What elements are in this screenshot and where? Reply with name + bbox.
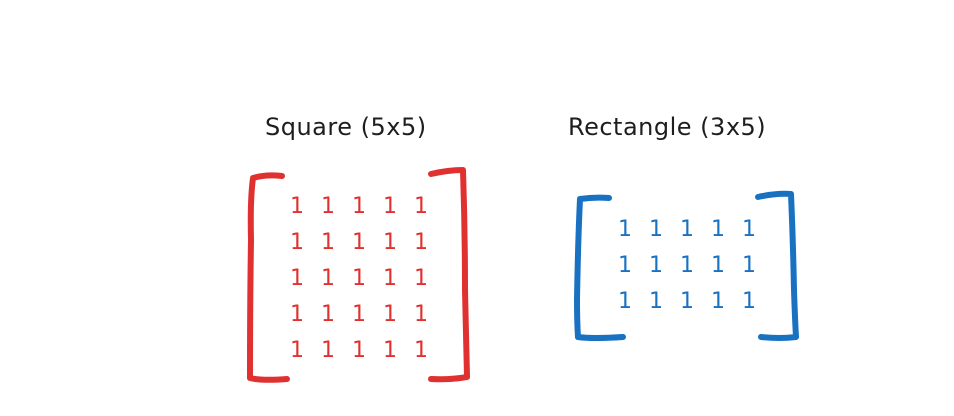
rectangle-cell-r1-c3: 1	[680, 217, 694, 242]
rectangle-cell-r1-c5: 1	[742, 217, 756, 242]
square-cell-r4-c4: 1	[383, 302, 397, 327]
rectangle-cell-r2-c5: 1	[742, 253, 756, 278]
rectangle-left-bracket	[574, 194, 626, 341]
rectangle-matrix-title: Rectangle (3x5)	[568, 113, 767, 141]
square-right-bracket	[428, 167, 470, 383]
square-cell-r5-c5: 1	[414, 338, 428, 363]
rectangle-cell-r1-c2: 1	[649, 217, 663, 242]
rectangle-cell-r3-c2: 1	[649, 289, 663, 314]
square-cell-r2-c4: 1	[383, 230, 397, 255]
square-matrix-title: Square (5x5)	[265, 113, 427, 141]
rectangle-cell-r3-c4: 1	[711, 289, 725, 314]
square-cell-r4-c3: 1	[352, 302, 366, 327]
rectangle-right-bracket	[755, 190, 799, 341]
square-cell-r3-c4: 1	[383, 266, 397, 291]
square-cell-r5-c1: 1	[290, 338, 304, 363]
square-cell-r1-c5: 1	[414, 194, 428, 219]
square-cell-r3-c3: 1	[352, 266, 366, 291]
square-cell-r4-c1: 1	[290, 302, 304, 327]
square-cell-r5-c2: 1	[321, 338, 335, 363]
rectangle-cell-r2-c1: 1	[618, 253, 632, 278]
square-cell-r4-c2: 1	[321, 302, 335, 327]
rectangle-cell-r2-c4: 1	[711, 253, 725, 278]
square-cell-r1-c4: 1	[383, 194, 397, 219]
square-cell-r3-c1: 1	[290, 266, 304, 291]
square-cell-r3-c5: 1	[414, 266, 428, 291]
rectangle-cell-r2-c2: 1	[649, 253, 663, 278]
square-cell-r2-c2: 1	[321, 230, 335, 255]
square-cell-r2-c1: 1	[290, 230, 304, 255]
rectangle-cell-r1-c1: 1	[618, 217, 632, 242]
square-cell-r2-c5: 1	[414, 230, 428, 255]
square-cell-r1-c3: 1	[352, 194, 366, 219]
square-cell-r1-c1: 1	[290, 194, 304, 219]
rectangle-cell-r2-c3: 1	[680, 253, 694, 278]
square-left-bracket	[247, 172, 290, 383]
rectangle-cell-r3-c1: 1	[618, 289, 632, 314]
square-cell-r1-c2: 1	[321, 194, 335, 219]
square-cell-r5-c4: 1	[383, 338, 397, 363]
square-cell-r4-c5: 1	[414, 302, 428, 327]
rectangle-cell-r3-c3: 1	[680, 289, 694, 314]
square-cell-r2-c3: 1	[352, 230, 366, 255]
rectangle-cell-r3-c5: 1	[742, 289, 756, 314]
rectangle-cell-r1-c4: 1	[711, 217, 725, 242]
square-cell-r3-c2: 1	[321, 266, 335, 291]
square-cell-r5-c3: 1	[352, 338, 366, 363]
